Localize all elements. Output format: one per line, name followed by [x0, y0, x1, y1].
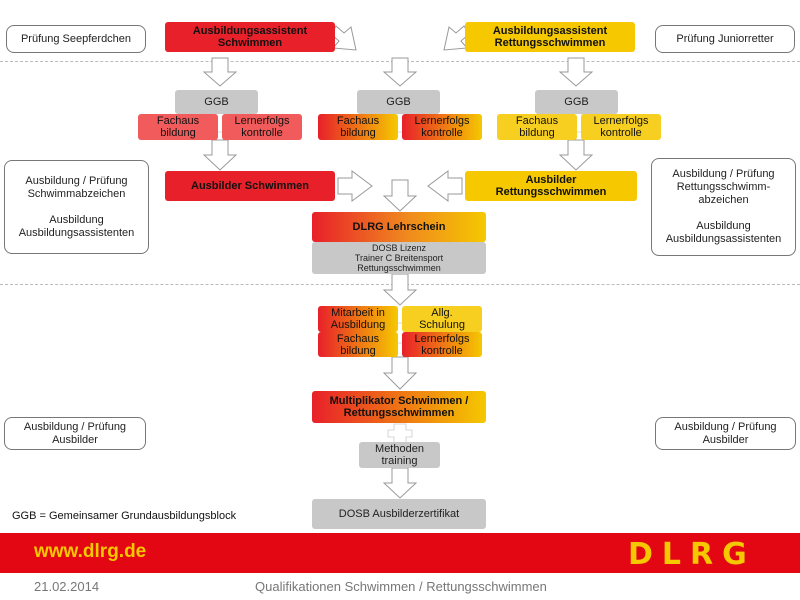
- node-dlrg-lehrschein: DLRG Lehrschein: [312, 212, 486, 242]
- node-methodentraining: Methoden training: [359, 442, 440, 468]
- node-ggb-middle: GGB: [357, 90, 440, 114]
- arrow-down-icon: [382, 273, 418, 306]
- box-ausbildung-ausbilder-right: Ausbildung / Prüfung Ausbilder: [655, 417, 796, 450]
- node-ausbilder-schwimmen: Ausbilder Schwimmen: [165, 171, 335, 201]
- box-pruefung-seepferdchen: Prüfung Seepferdchen: [6, 25, 146, 53]
- footer-bar: [0, 533, 800, 573]
- node-multiplikator: Multiplikator Schwimmen / Rettungsschwim…: [312, 391, 486, 423]
- footer-url[interactable]: www.dlrg.de: [34, 541, 147, 562]
- footer-date: 21.02.2014: [34, 579, 100, 594]
- box-ausbildung-schwimmabzeichen: Ausbildung / Prüfung Schwimmabzeichen Au…: [4, 160, 149, 254]
- node-dosb-ausbilderzertifikat: DOSB Ausbilderzertifikat: [312, 499, 486, 529]
- arrow-right-icon: [337, 170, 373, 202]
- node-lernerfolgskontrolle-middle: Lernerfolgs kontrolle: [402, 114, 482, 140]
- legend-ggb: GGB = Gemeinsamer Grundausbildungsblock: [12, 510, 237, 522]
- arrow-down-icon: [558, 57, 594, 87]
- node-lernerfolgskontrolle-lower: Lernerfolgs kontrolle: [402, 332, 482, 357]
- node-fachausbildung-lower: Fachaus bildung: [318, 332, 398, 357]
- arrow-down-icon: [382, 356, 418, 390]
- node-mitarbeit-ausbildung: Mitarbeit in Ausbildung: [318, 306, 398, 332]
- node-dosb-lizenz: DOSB Lizenz Trainer C Breitensport Rettu…: [312, 242, 486, 274]
- node-ggb-left: GGB: [175, 90, 258, 114]
- box-ausbildung-ausbilder-left: Ausbildung / Prüfung Ausbilder: [4, 417, 146, 450]
- arrow-down-icon: [382, 467, 418, 499]
- arrow-down-icon: [382, 179, 418, 212]
- node-lernerfolgskontrolle-left: Lernerfolgs kontrolle: [222, 114, 302, 140]
- box-ausbildung-rettungsschwimmabzeichen: Ausbildung / Prüfung Rettungsschwimm- ab…: [651, 158, 796, 256]
- node-fachausbildung-middle: Fachaus bildung: [318, 114, 398, 140]
- arrow-down-icon: [202, 57, 238, 87]
- arrow-down-icon: [558, 139, 594, 171]
- node-fachausbildung-left: Fachaus bildung: [138, 114, 218, 140]
- node-fachausbildung-right: Fachaus bildung: [497, 114, 577, 140]
- arrow-down-icon: [382, 57, 418, 87]
- node-ausbilder-rettungsschwimmen: Ausbilder Rettungsschwimmen: [465, 171, 637, 201]
- arrow-down-icon: [202, 139, 238, 171]
- plus-icon: [387, 423, 413, 444]
- footer-title: Qualifikationen Schwimmen / Rettungsschw…: [255, 579, 547, 594]
- node-ggb-right: GGB: [535, 90, 618, 114]
- node-ausbildungsassistent-schwimmen: Ausbildungsassistent Schwimmen: [165, 22, 335, 52]
- dlrg-logo: DLRG: [628, 537, 756, 572]
- box-pruefung-juniorretter: Prüfung Juniorretter: [655, 25, 795, 53]
- node-allg-schulung: Allg. Schulung: [402, 306, 482, 332]
- node-ausbildungsassistent-rettungsschwimmen: Ausbildungsassistent Rettungsschwimmen: [465, 22, 635, 52]
- arrow-left-icon: [427, 170, 463, 202]
- node-lernerfolgskontrolle-right: Lernerfolgs kontrolle: [581, 114, 661, 140]
